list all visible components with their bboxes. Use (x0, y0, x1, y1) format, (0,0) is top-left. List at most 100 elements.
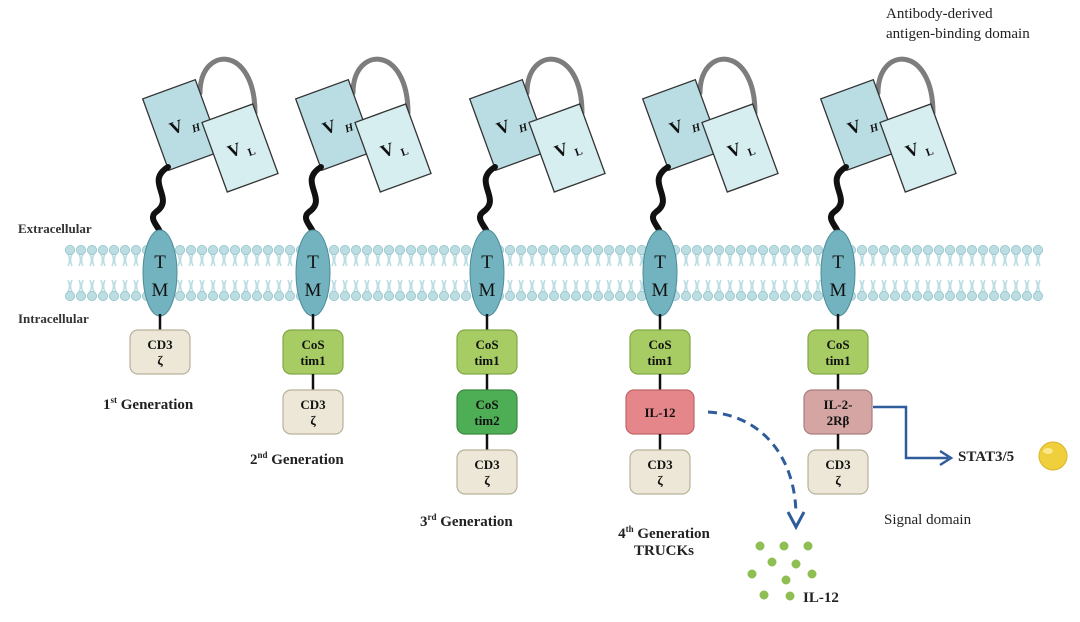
lipid-head (923, 290, 934, 301)
lipid-head (626, 244, 637, 255)
lipid-head (934, 244, 945, 255)
lipid-tail (628, 253, 634, 267)
lipid-head (207, 290, 218, 301)
lipid-tail (1002, 279, 1008, 293)
lipid-tail (111, 253, 117, 267)
lipid-head (868, 290, 879, 301)
lipid-head (857, 290, 868, 301)
lipid-head (229, 244, 240, 255)
lipid-head (1011, 244, 1022, 255)
lipid-head (692, 290, 703, 301)
lipid-head (758, 244, 769, 255)
lipid-tail (958, 279, 964, 293)
lipid-head (967, 244, 978, 255)
block-text-line2: tim1 (300, 353, 325, 368)
lipid-head (538, 244, 549, 255)
lipid-tail (694, 253, 700, 267)
lipid-tail (276, 279, 282, 293)
extracellular-label: Extracellular (18, 221, 92, 236)
lipid-head (1011, 290, 1022, 301)
lipid-head (604, 290, 615, 301)
lipid-tail (111, 279, 117, 293)
lipid-tail (133, 279, 139, 293)
lipid-head (780, 290, 791, 301)
lipid-head (989, 244, 1000, 255)
lipid-head (945, 244, 956, 255)
extras (707, 405, 1068, 601)
stat-signal-arrow (873, 405, 948, 460)
lipid-tail (584, 253, 590, 267)
lipid-head (890, 244, 901, 255)
lipid-head (109, 244, 120, 255)
lipid-head (791, 290, 802, 301)
vh-shape (468, 78, 550, 172)
lipid-head (769, 244, 780, 255)
lipid-head (405, 290, 416, 301)
lipid-tail (210, 253, 216, 267)
lipid-tail (463, 253, 469, 267)
lipid-head (240, 244, 251, 255)
vl-text: V (378, 138, 397, 161)
lipid-tail (969, 253, 975, 267)
lipid-tail (254, 253, 260, 267)
lipid-tail (529, 253, 535, 267)
lipid-tail (122, 253, 128, 267)
lipid-head (593, 244, 604, 255)
lipid-head (747, 244, 758, 255)
lipid-head (582, 244, 593, 255)
tm-text-bottom: M (830, 280, 847, 301)
linker-loop (697, 56, 758, 116)
lipid-tail (210, 279, 216, 293)
il12-arrowhead (786, 511, 806, 531)
lipid-tail (122, 279, 128, 293)
lipid-tail (419, 279, 425, 293)
lipid-head (218, 244, 229, 255)
vl-shape (201, 103, 279, 193)
vl-text: V (225, 138, 244, 161)
vl-subscript: L (924, 145, 935, 159)
generation-ordinal: nd (257, 450, 268, 460)
lipid-tail (243, 279, 249, 293)
lipid-head (758, 290, 769, 301)
block-text-line2: ζ (484, 473, 490, 488)
lipid-tail (727, 253, 733, 267)
vh-text: V (494, 115, 513, 138)
lipid-tail (771, 253, 777, 267)
block-text-line1: CD3 (474, 457, 500, 472)
lipid-head (571, 290, 582, 301)
lipid-tail (243, 253, 249, 267)
lipid-head (791, 244, 802, 255)
lipid-tail (78, 279, 84, 293)
signal-block-cd3 (807, 449, 869, 495)
lipid-tail (969, 279, 975, 293)
generation-number: 4 (618, 526, 626, 542)
lipid-tail (859, 279, 865, 293)
lipid-tail (89, 253, 95, 267)
lipid-tail (408, 279, 414, 293)
lipid-head (416, 290, 427, 301)
lipid-tail (881, 279, 887, 293)
vh-subscript: H (867, 121, 881, 136)
lipid-head (405, 244, 416, 255)
generation-label-1: 1st Generation (103, 395, 193, 414)
lipid-head (87, 244, 98, 255)
lipid-head (813, 290, 824, 301)
lipid-head (956, 244, 967, 255)
vh-subscript: H (516, 121, 530, 136)
lipid-tail (980, 253, 986, 267)
lipid-head (692, 244, 703, 255)
lipid-head (989, 290, 1000, 301)
lipid-tail (67, 253, 73, 267)
lipid-head (1000, 244, 1011, 255)
lipid-head (273, 244, 284, 255)
lipid-tail (936, 279, 942, 293)
lipid-tail (617, 279, 623, 293)
lipid-head (780, 244, 791, 255)
lipid-head (868, 244, 879, 255)
lipid-tail (991, 253, 997, 267)
lipid-head (372, 244, 383, 255)
